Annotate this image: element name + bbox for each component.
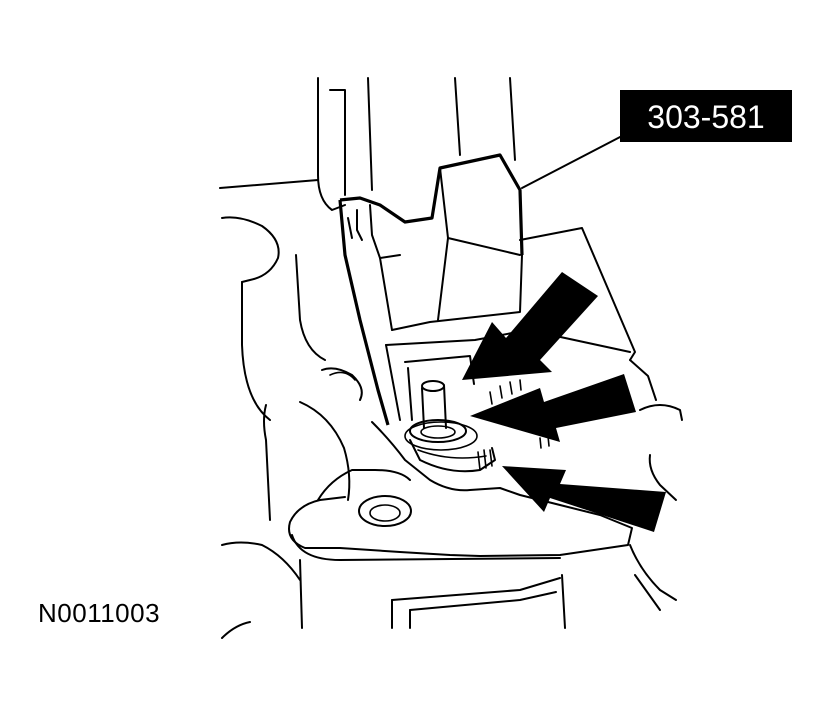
tool-number-label: 303-581: [647, 99, 764, 135]
figure-id-label: N0011003: [38, 598, 161, 628]
shaft-and-seal: [404, 379, 550, 473]
housing-outline: [219, 77, 683, 639]
special-tool-303-581: [338, 153, 636, 426]
indicator-arrows: [462, 272, 666, 532]
callout: 303-581: [521, 90, 792, 189]
callout-box: [620, 90, 792, 142]
arrow-middle: [470, 374, 636, 442]
mounting-flange: [288, 421, 633, 561]
flange-hole: [358, 495, 412, 527]
callout-leader-line: [521, 135, 623, 189]
arrow-bottom: [502, 466, 666, 532]
arrow-top: [462, 272, 598, 380]
